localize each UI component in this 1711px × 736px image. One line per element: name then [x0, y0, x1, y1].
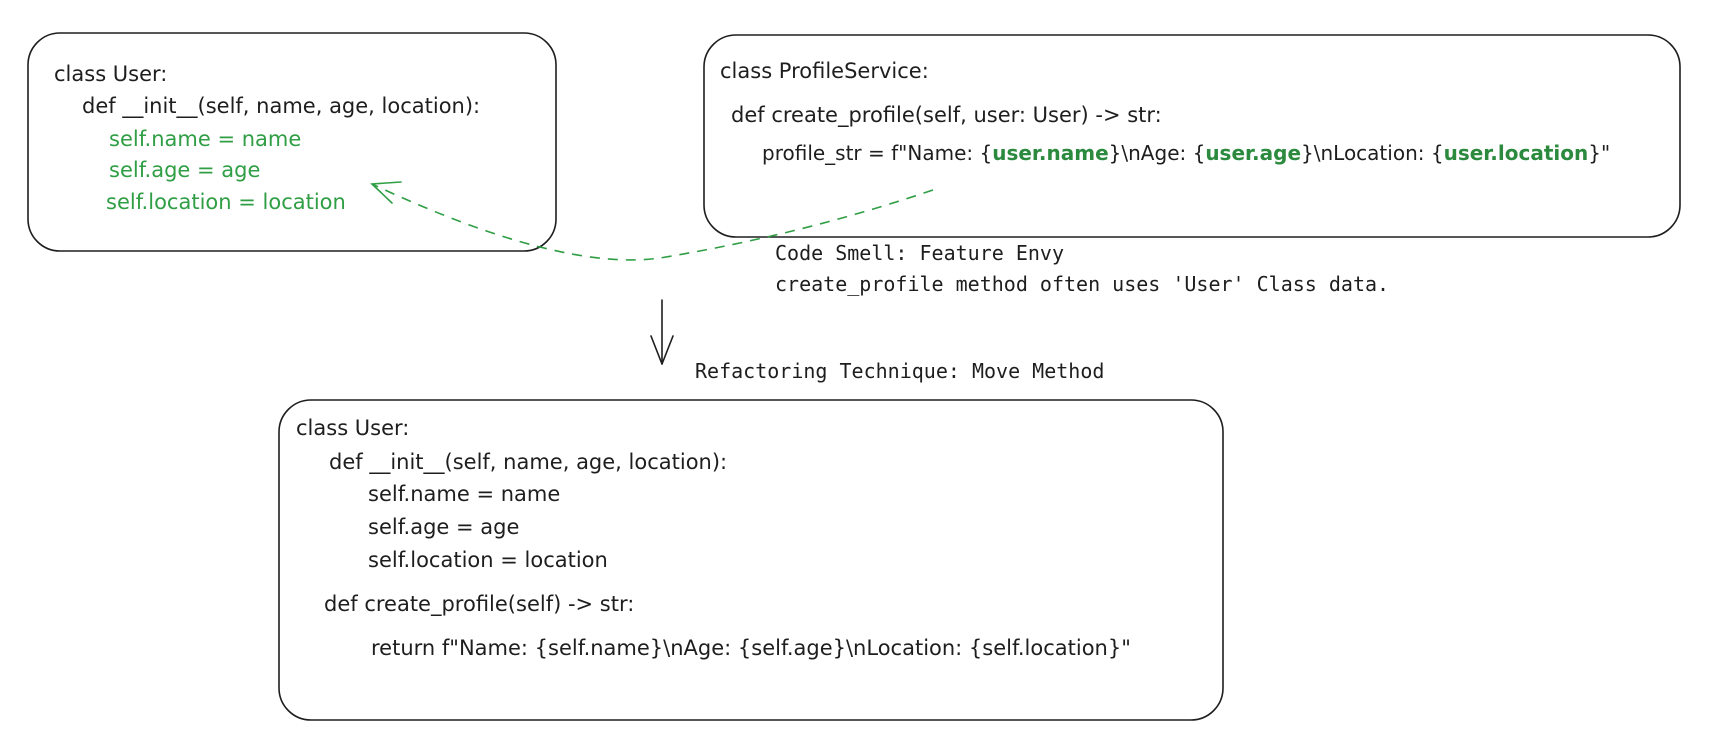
fstring-part-c: }\nAge: {: [1108, 141, 1206, 165]
after-user-age-line: self.age = age: [368, 515, 520, 539]
code-smell-description: create_profile method often uses 'User' …: [775, 272, 1390, 296]
after-user-class-line: class User:: [296, 416, 410, 440]
before-user-name-line: self.name = name: [109, 127, 302, 151]
profile-service-method-line: def create_profile(self, user: User) -> …: [731, 103, 1162, 127]
before-user-age-line: self.age = age: [109, 158, 261, 182]
fstring-part-g: }": [1588, 141, 1611, 165]
after-user-init-line: def __init__(self, name, age, location):: [329, 450, 728, 474]
fstring-user-age: user.age: [1205, 141, 1302, 165]
after-user-box: [278, 399, 1224, 721]
after-user-return-line: return f"Name: {self.name}\nAge: {self.a…: [371, 636, 1131, 660]
after-user-name-line: self.name = name: [368, 482, 561, 506]
after-user-location-line: self.location = location: [368, 548, 608, 572]
fstring-user-name: user.name: [992, 141, 1109, 165]
feature-envy-arrowhead: [370, 181, 402, 204]
profile-service-class-line: class ProfileService:: [720, 59, 929, 83]
refactor-down-arrowhead: [650, 335, 674, 365]
before-user-box: [27, 32, 557, 252]
fstring-part-e: }\nLocation: {: [1301, 141, 1444, 165]
before-user-init-line: def __init__(self, name, age, location):: [82, 94, 481, 118]
feature-envy-dashed-arrow: [371, 183, 934, 261]
before-user-location-line: self.location = location: [106, 190, 346, 214]
after-user-method-line: def create_profile(self) -> str:: [324, 592, 635, 616]
fstring-part-a: profile_str = f"Name: {: [762, 141, 993, 165]
before-user-class-line: class User:: [54, 62, 168, 86]
profile-service-fstring-line: profile_str = f"Name: {user.name}\nAge: …: [762, 143, 1610, 163]
fstring-user-location: user.location: [1443, 141, 1589, 165]
code-smell-title: Code Smell: Feature Envy: [775, 241, 1064, 265]
refactoring-technique-label: Refactoring Technique: Move Method: [695, 359, 1105, 383]
profile-service-box: [703, 34, 1681, 238]
